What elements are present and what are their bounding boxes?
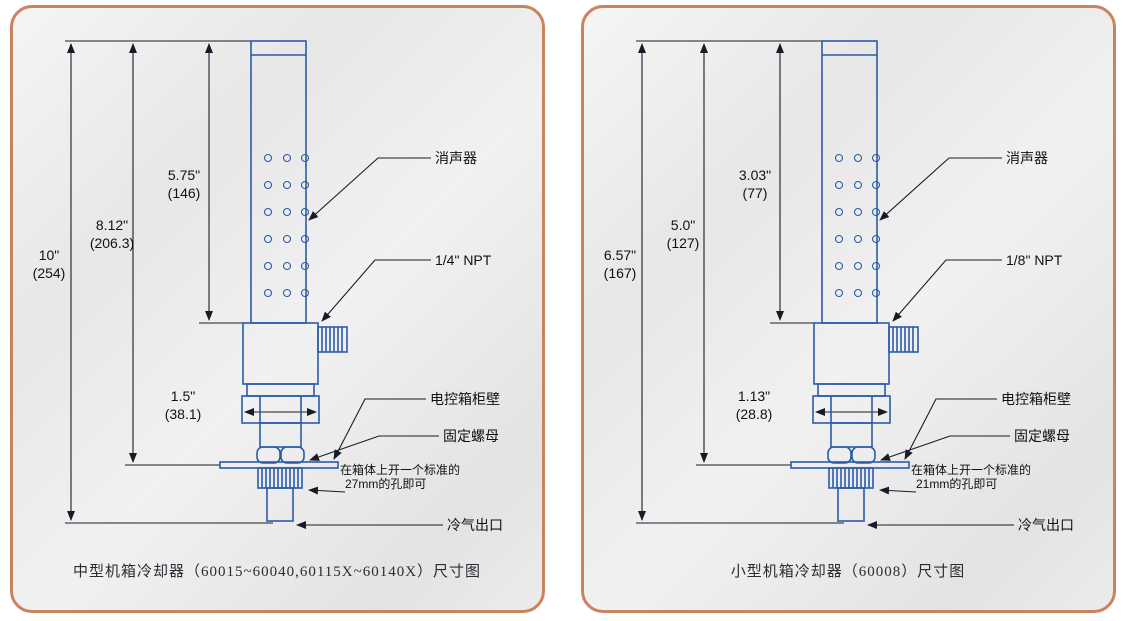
neck — [259, 422, 302, 448]
collar — [246, 383, 315, 397]
dim-total-mm: (167) — [604, 265, 637, 281]
cabinet-wall-plate — [790, 461, 910, 469]
callout-leaders — [867, 157, 1014, 529]
dim-mid-inch: 8.12" — [96, 217, 128, 233]
panel-small-cooler: 6.57" (167) 5.0" (127) 3.03" (77) 1.13" … — [581, 5, 1116, 613]
outlet-tube — [266, 487, 294, 522]
collar — [817, 383, 886, 397]
dim-mid-inch: 5.0" — [671, 217, 695, 233]
muffler-label: 消声器 — [435, 150, 477, 166]
outlet-label: 冷气出口 — [1018, 517, 1074, 533]
hole-note-line1: 在箱体上开一个标准的 — [911, 462, 1031, 477]
fixing-nut-label: 固定螺母 — [1014, 428, 1070, 444]
mounting-nut — [241, 395, 320, 424]
hole-note-line1: 在箱体上开一个标准的 — [340, 462, 460, 477]
fixing-nut-label: 固定螺母 — [443, 428, 499, 444]
cabinet-wall-label: 电控箱柜壁 — [1001, 391, 1071, 407]
dim-upper-mm: (77) — [743, 185, 768, 201]
muffler-perforations — [834, 153, 881, 298]
dim-width-mm: (28.8) — [736, 406, 773, 422]
cabinet-wall-label: 电控箱柜壁 — [430, 391, 500, 407]
dim-total-inch: 6.57" — [604, 247, 636, 263]
dim-total-mm: (254) — [33, 265, 66, 281]
cabinet-wall-plate — [219, 461, 339, 469]
hole-note-line2: 21mm的孔即可 — [916, 476, 997, 491]
npt-label: 1/4" NPT — [435, 252, 492, 268]
reference-lines — [636, 40, 844, 524]
cooler-drawing — [219, 40, 348, 522]
dim-total-inch: 10" — [39, 247, 60, 263]
thread-section — [257, 467, 303, 489]
dim-mid-mm: (127) — [667, 235, 700, 251]
reference-lines — [65, 40, 273, 524]
small-cooler-diagram: 6.57" (167) 5.0" (127) 3.03" (77) 1.13" … — [604, 40, 1074, 580]
fixing-nut — [256, 446, 305, 464]
dim-width-inch: 1.5" — [171, 388, 195, 404]
muffler-tube — [250, 40, 307, 324]
npt-label: 1/8" NPT — [1006, 252, 1063, 268]
dim-width-mm: (38.1) — [165, 406, 202, 422]
medium-cooler-diagram: 10" (254) 8.12" (206.3) 5.75" (146) 1.5"… — [33, 40, 503, 580]
neck — [830, 422, 873, 448]
muffler-tube — [821, 40, 878, 324]
dim-mid-mm: (206.3) — [90, 235, 134, 251]
muffler-label: 消声器 — [1006, 150, 1048, 166]
outlet-label: 冷气出口 — [447, 517, 503, 533]
dimension-arrows — [638, 43, 888, 521]
cooler-body — [813, 322, 890, 385]
panel-caption: 中型机箱冷却器（60015~60040,60115X~60140X）尺寸图 — [73, 563, 481, 580]
outlet-tube — [837, 487, 865, 522]
fixing-nut — [827, 446, 876, 464]
npt-fitting — [888, 326, 919, 353]
mounting-nut — [812, 395, 891, 424]
dimension-arrows — [67, 43, 317, 521]
dim-upper-inch: 5.75" — [168, 167, 200, 183]
dim-width-inch: 1.13" — [738, 388, 770, 404]
cooler-body — [242, 322, 319, 385]
dim-upper-inch: 3.03" — [739, 167, 771, 183]
npt-fitting — [317, 326, 348, 353]
callout-leaders — [296, 157, 443, 529]
muffler-perforations — [263, 153, 310, 298]
cooler-drawing — [790, 40, 919, 522]
panel-medium-cooler: 10" (254) 8.12" (206.3) 5.75" (146) 1.5"… — [10, 5, 545, 613]
dim-upper-mm: (146) — [168, 185, 201, 201]
thread-section — [828, 467, 874, 489]
hole-note-line2: 27mm的孔即可 — [345, 476, 426, 491]
panel-caption: 小型机箱冷却器（60008）尺寸图 — [731, 563, 966, 580]
